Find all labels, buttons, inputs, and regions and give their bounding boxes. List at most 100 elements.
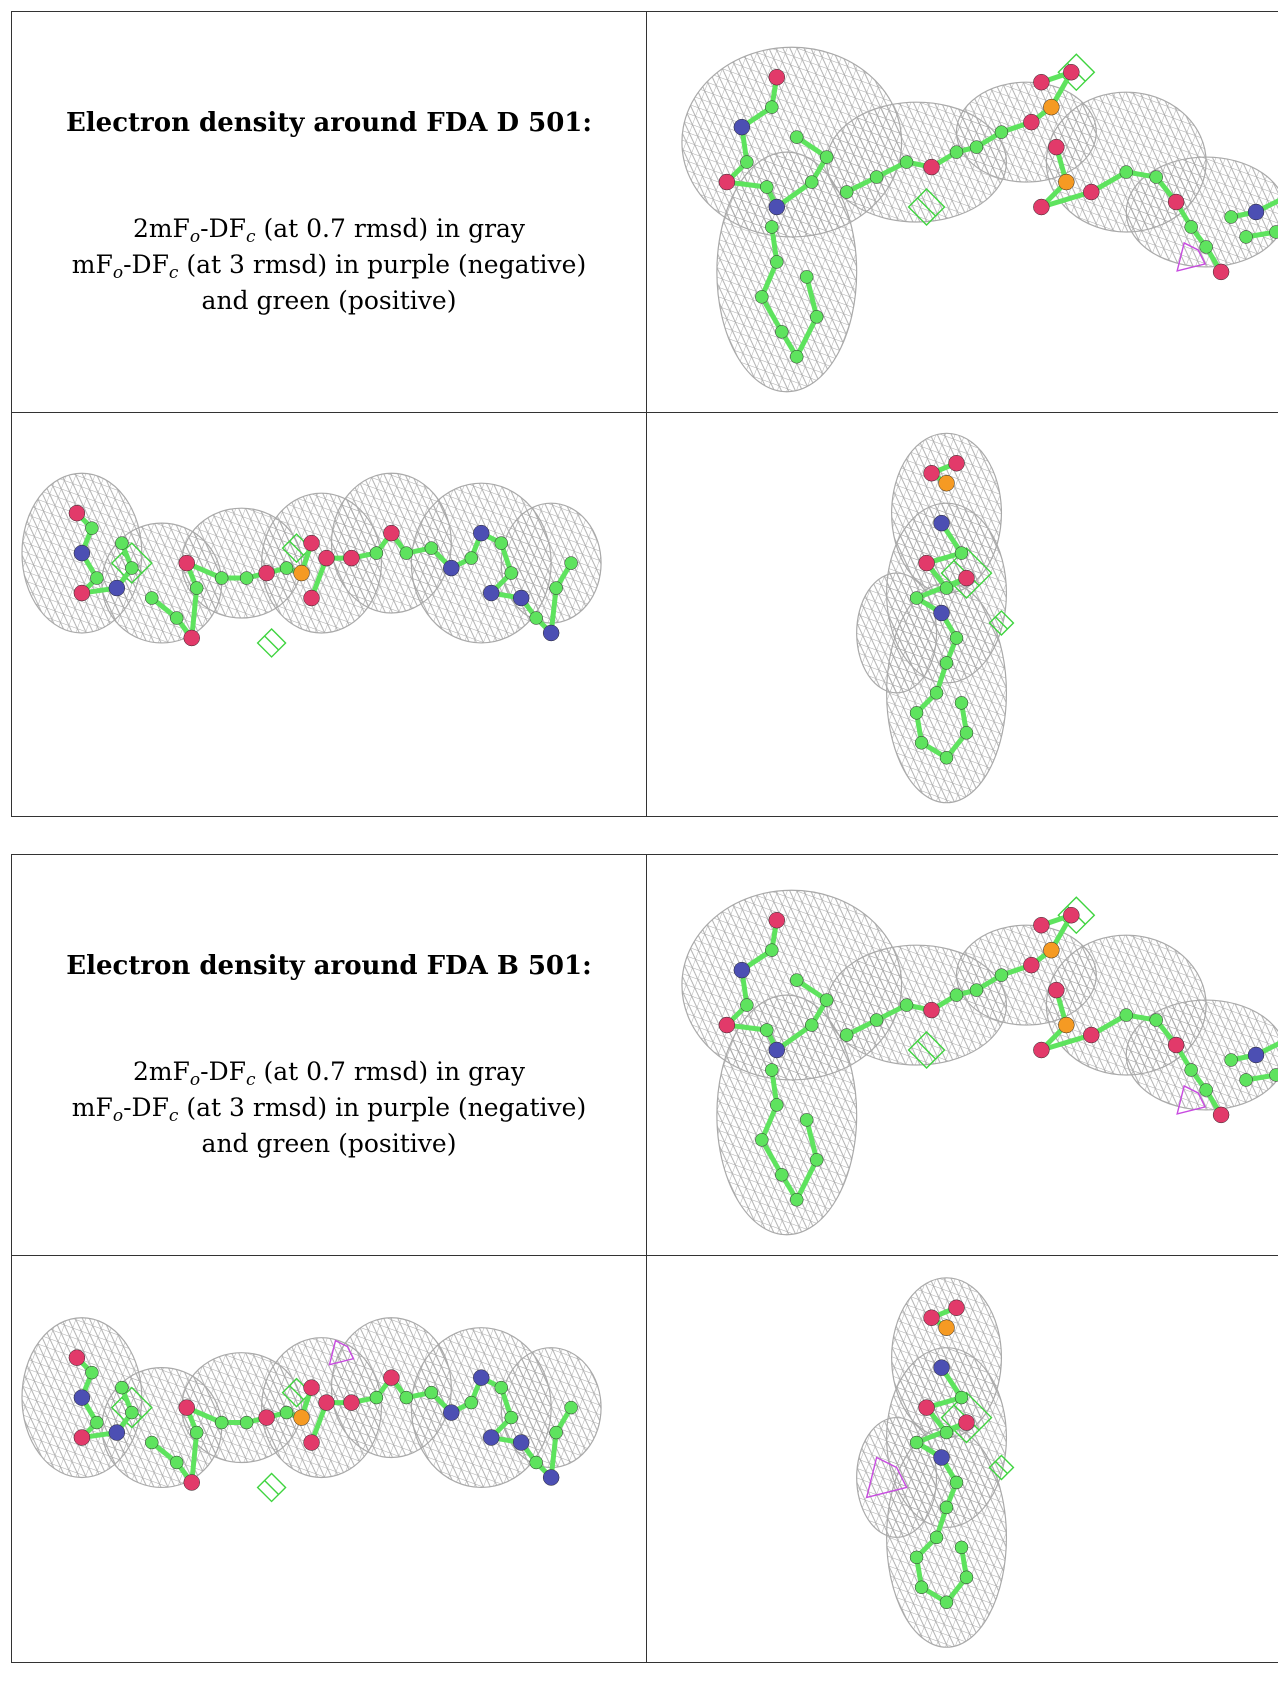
- electron-density-mesh: [856, 432, 1008, 804]
- nitrogen-atom: [933, 514, 950, 532]
- negative-density-contour: [1176, 241, 1207, 272]
- oxygen-atom: [923, 464, 940, 482]
- positive-density-contour: [907, 188, 946, 226]
- phosphorus-atom: [1043, 941, 1060, 959]
- nitrogen-atom: [1247, 1046, 1265, 1064]
- nitrogen-atom: [512, 589, 530, 607]
- carbon-atom: [115, 536, 129, 550]
- nitrogen-atom: [473, 524, 490, 542]
- carbon-atom: [494, 1380, 508, 1395]
- carbon-atom: [939, 1500, 954, 1515]
- oxygen-atom: [958, 569, 975, 587]
- nitrogen-atom: [542, 624, 560, 642]
- carbon-atom: [770, 1098, 784, 1112]
- carbon-atom: [775, 325, 789, 339]
- carbon-atom: [549, 1425, 563, 1440]
- carbon-atom: [529, 1455, 543, 1470]
- oxygen-atom: [718, 173, 736, 191]
- carbon-atom: [809, 310, 824, 324]
- nitrogen-atom: [933, 604, 950, 622]
- bond: [804, 274, 820, 320]
- nitrogen-atom: [483, 584, 500, 602]
- carbon-atom: [819, 150, 834, 164]
- bond: [1038, 1032, 1094, 1053]
- oxygen-atom: [343, 1394, 360, 1411]
- carbon-atom: [994, 968, 1009, 982]
- oxygen-atom: [73, 584, 91, 602]
- oxygen-atom: [343, 549, 360, 567]
- carbon-atom: [899, 998, 914, 1012]
- nitrogen-atom: [108, 579, 126, 597]
- oxygen-atom: [68, 1349, 86, 1366]
- carbon-atom: [1184, 1063, 1198, 1077]
- positive-density-contour: [907, 1031, 946, 1069]
- legend-gray: 2mFo-DFc (at 0.7 rmsd) in gray: [132, 1057, 526, 1090]
- positive-density-contour: [256, 627, 287, 658]
- molecule-atoms: [909, 1299, 975, 1610]
- caption-title: Electron density around FDA D 501:: [65, 108, 592, 138]
- carbon-atom: [839, 185, 854, 199]
- molecule-image: [648, 13, 1278, 412]
- density-mesh-blob: [716, 151, 858, 393]
- oxygen-atom: [1048, 138, 1065, 156]
- carbon-atom: [170, 1455, 184, 1470]
- carbon-atom: [939, 656, 954, 670]
- carbon-atom: [949, 988, 964, 1002]
- positive-density-contour: [988, 1454, 1015, 1481]
- oxygen-atom: [918, 554, 935, 572]
- negative-density-contour: [1176, 1084, 1207, 1115]
- fda-d-501-panel: Electron density around FDA D 501: 2mFo-…: [11, 11, 1278, 817]
- carbon-atom: [145, 1435, 159, 1450]
- carbon-atom: [189, 1425, 204, 1440]
- nitrogen-atom: [542, 1469, 560, 1486]
- carbon-atom: [214, 571, 229, 585]
- carbon-atom: [839, 1028, 854, 1042]
- oxygen-atom: [1048, 981, 1065, 999]
- carbon-atom: [85, 1365, 99, 1380]
- carbon-atom: [775, 1168, 789, 1182]
- carbon-atom: [949, 631, 964, 645]
- oxygen-atom: [1167, 193, 1185, 211]
- phosphorus-atom: [938, 474, 955, 492]
- carbon-atom: [125, 561, 139, 575]
- oxygen-atom: [1033, 73, 1050, 91]
- carbon-atom: [954, 696, 969, 710]
- molecule-atoms: [909, 455, 975, 765]
- oxygen-atom: [1033, 198, 1050, 216]
- molecule-atoms: [68, 504, 578, 647]
- negative-difference-density: [328, 1339, 355, 1366]
- negative-density-contour: [328, 1339, 355, 1366]
- bond: [794, 1157, 820, 1203]
- carbon-atom: [790, 973, 804, 987]
- oxygen-atom: [718, 1016, 736, 1034]
- molecule-atoms: [68, 1349, 578, 1491]
- carbon-atom: [819, 993, 834, 1007]
- positive-density-contour: [988, 610, 1015, 636]
- carbon-atom: [770, 255, 784, 269]
- carbon-atom: [804, 175, 819, 189]
- oxygen-atom: [73, 1429, 91, 1446]
- oxygen-atom: [178, 1399, 195, 1416]
- carbon-atom: [399, 1390, 414, 1405]
- negative-difference-density: [1176, 241, 1207, 272]
- carbon-atom: [809, 1153, 824, 1167]
- bond: [794, 314, 820, 360]
- oxygen-atom: [1212, 1106, 1230, 1124]
- carbon-atom: [85, 521, 99, 535]
- oxygen-atom: [1033, 1041, 1050, 1059]
- nitrogen-atom: [768, 1041, 786, 1059]
- carbon-atom: [464, 551, 479, 565]
- oxygen-atom: [918, 1399, 935, 1416]
- molecule-image: [648, 856, 1278, 1255]
- carbon-atom: [399, 546, 414, 560]
- density-mesh-blob: [856, 1416, 938, 1538]
- carbon-atom: [1149, 1013, 1163, 1027]
- density-map-svg: [681, 889, 1278, 1236]
- carbon-atom: [279, 1405, 294, 1420]
- caption: Electron density around FDA D 501: 2mFo-…: [13, 105, 646, 319]
- phosphorus-atom: [938, 1319, 955, 1336]
- oxygen-atom: [1167, 1036, 1185, 1054]
- density-view-bottom-left: [11, 1255, 647, 1663]
- oxygen-atom: [383, 524, 400, 542]
- oxygen-atom: [383, 1369, 400, 1386]
